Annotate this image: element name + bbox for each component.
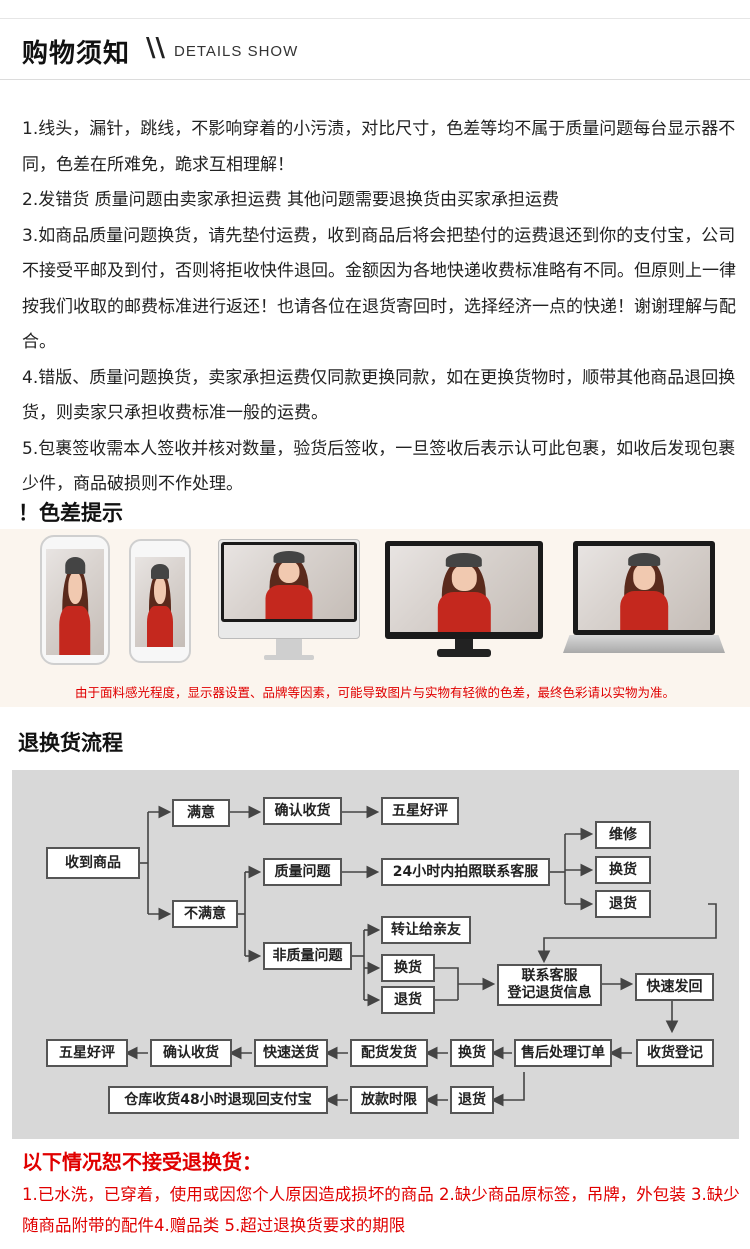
flow-satisfied: 满意 — [172, 799, 230, 827]
refuse-title: 以下情况恕不接受退换货： — [22, 1150, 262, 1174]
flow-return-3: 退货 — [450, 1086, 494, 1114]
flow-connectors — [124, 805, 717, 1107]
flow-exchange-2: 换货 — [381, 954, 435, 982]
flow-contact-label: 联系客服 登记退货信息 — [507, 968, 592, 1001]
page-title: 购物须知 — [22, 39, 131, 69]
flow-after-sale: 售后处理订单 — [514, 1039, 612, 1067]
flow-express-send: 快速送货 — [254, 1039, 328, 1067]
flow-contact: 联系客服 登记退货信息 — [497, 964, 602, 1006]
flow-non-quality: 非质量问题 — [263, 942, 352, 970]
flow-return-1: 退货 — [595, 890, 651, 918]
iphone-image — [129, 539, 191, 663]
flow-register: 收货登记 — [636, 1039, 714, 1067]
flow-photo: 24小时内拍照联系客服 — [381, 858, 550, 886]
flow-confirm-2: 确认收货 — [150, 1039, 232, 1067]
flow-unsatisfied: 不满意 — [172, 900, 238, 928]
title-separator: \\ — [146, 33, 165, 63]
refuse-conditions: 1.已水洗，已穿着，使用或因您个人原因造成损坏的商品 2.缺少商品原标签，吊牌，… — [22, 1185, 740, 1235]
device-band — [0, 529, 750, 707]
note-item: 5.包裹签收需本人签收并核对数量，验货后签收，一旦签收后表示认可此包裹，如收后发… — [22, 438, 736, 495]
page-subtitle: DETAILS SHOW — [174, 43, 299, 60]
note-item: 3.如商品质量问题换货，请先垫付运费，收到商品后将会把垫付的运费退还到你的支付宝… — [22, 225, 736, 353]
color-diff-note: 由于面料感光程度，显示器设置、品牌等因素，可能导致图片与实物有轻微的色差，最终色… — [74, 685, 675, 700]
flow-express-back: 快速发回 — [635, 973, 714, 1001]
flow-refund: 仓库收货48小时退现回支付宝 — [108, 1086, 328, 1114]
note-item: 1.线头，漏针，跳线，不影响穿着的小污渍，对比尺寸，色差等均不属于质量问题每台显… — [22, 119, 736, 175]
flow-confirm-1: 确认收货 — [263, 797, 342, 825]
android-phone-image — [40, 535, 110, 665]
return-flow-chart: 收到商品 满意 确认收货 五星好评 不满意 质量问题 24小时内拍照联系客服 维… — [12, 770, 739, 1139]
note-item: 4.错版、质量问题换货，卖家承担运费仅同款更换同款，如在更换货物时，顺带其他商品… — [22, 367, 736, 424]
note-item: 2.发错货 质量问题由卖家承担运费 其他问题需要退换货由买家承担运费 — [22, 190, 560, 210]
flow-exchange-1: 换货 — [595, 856, 651, 884]
flow-return-2: 退货 — [381, 986, 435, 1014]
flow-exchange-3: 换货 — [450, 1039, 494, 1067]
shopping-notes: 1.线头，漏针，跳线，不影响穿着的小污渍，对比尺寸，色差等均不属于质量问题每台显… — [22, 112, 742, 503]
monitor-image — [385, 541, 543, 661]
flow-five-star-1: 五星好评 — [381, 797, 459, 825]
color-diff-title: ！色差提示 — [18, 501, 123, 525]
flow-transfer: 转让给亲友 — [381, 916, 471, 944]
flow-repair: 维修 — [595, 821, 651, 849]
flow-five-star-2: 五星好评 — [46, 1039, 128, 1067]
flow-quality: 质量问题 — [263, 858, 342, 886]
return-flow-title: 退换货流程 — [18, 731, 123, 755]
imac-image — [218, 539, 360, 663]
flow-receive: 收到商品 — [46, 847, 140, 879]
page-header: 购物须知 \\ DETAILS SHOW — [0, 18, 750, 80]
laptop-image — [563, 541, 725, 661]
flow-refund-time: 放款时限 — [350, 1086, 428, 1114]
flow-ship: 配货发货 — [350, 1039, 428, 1067]
